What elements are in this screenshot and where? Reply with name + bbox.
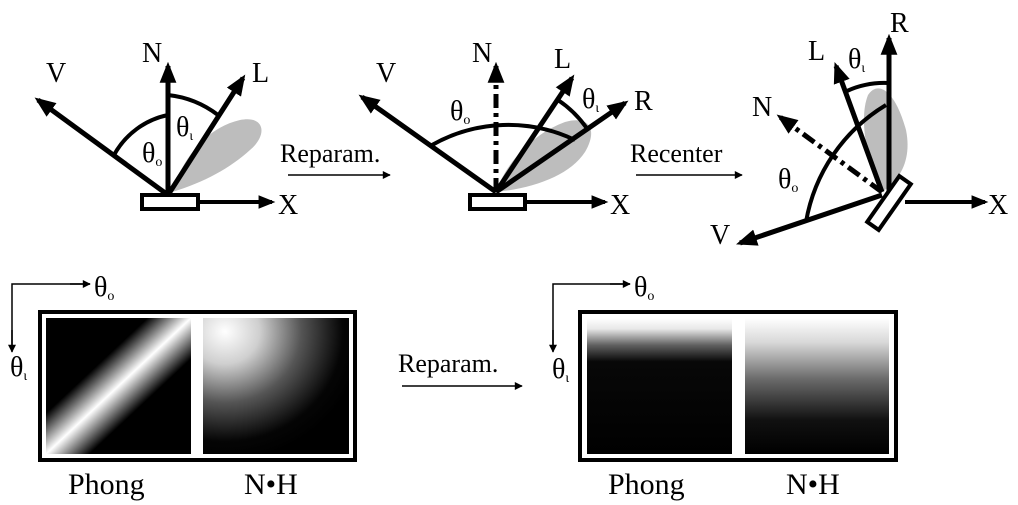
vector-l <box>833 62 885 193</box>
label-r: R <box>890 8 909 39</box>
theta-i-arc <box>167 93 220 117</box>
axis-theta-i-label: θι <box>552 354 569 386</box>
label-theta-o: θo <box>778 164 798 196</box>
label-x: X <box>610 190 630 221</box>
axis-lines <box>552 283 630 348</box>
label-theta-i: θι <box>176 112 193 144</box>
map-n-dot-h <box>745 318 889 454</box>
axis-theta-o-label: θo <box>634 272 654 304</box>
panel-reparameterized: V N L R X θo θι <box>358 38 653 221</box>
axis-theta-i-label: θι <box>10 352 27 384</box>
label-v: V <box>46 58 66 89</box>
label-x: X <box>988 190 1008 221</box>
vector-n <box>776 114 884 195</box>
map-pair-original: θo θι Phong N•H <box>8 272 357 501</box>
label-n: N <box>142 38 162 69</box>
transition-label-recenter: Recenter <box>630 139 723 168</box>
panel-recentered: V N L R X θo θι <box>710 8 1008 251</box>
vector-r <box>494 100 629 195</box>
map-pair-reparameterized: θo θι Phong N•H <box>549 272 898 501</box>
label-v: V <box>376 58 396 89</box>
vector-l <box>165 74 246 197</box>
caption-phong: Phong <box>68 468 145 501</box>
label-l: L <box>554 44 571 75</box>
label-l: L <box>252 58 269 89</box>
label-theta-o: θo <box>142 138 162 170</box>
label-theta-o: θo <box>450 96 470 128</box>
theta-i-arc <box>846 80 889 93</box>
vector-v <box>34 97 170 198</box>
transition-label-reparam: Reparam. <box>280 139 380 168</box>
theta-o-arc <box>112 113 169 156</box>
reflectance-lobe <box>172 119 262 192</box>
surface-patch <box>468 193 527 211</box>
axis-theta-o-label: θo <box>94 272 114 304</box>
transition-reparam-bottom: Reparam. <box>398 349 523 390</box>
label-theta-i: θι <box>848 44 865 76</box>
label-l: L <box>808 36 825 67</box>
transition-reparam-top: Reparam. <box>280 139 391 179</box>
vector-v <box>358 94 498 195</box>
axis-lines <box>11 283 90 348</box>
surface-patch <box>864 173 914 233</box>
theta-o-arc <box>431 122 576 147</box>
map-phong <box>46 318 191 454</box>
label-n: N <box>752 92 772 123</box>
label-n: N <box>472 38 492 69</box>
map-n-dot-h <box>203 318 349 454</box>
caption-phong: Phong <box>608 468 685 501</box>
label-v: V <box>710 220 730 251</box>
vector-v <box>736 192 883 246</box>
label-theta-i: θι <box>582 84 599 116</box>
surface-patch <box>140 193 200 211</box>
vector-l <box>493 74 575 194</box>
caption-n-dot-h: N•H <box>244 468 298 501</box>
caption-n-dot-h: N•H <box>786 468 840 501</box>
transition-label-reparam: Reparam. <box>398 349 498 378</box>
map-phong <box>587 318 732 454</box>
label-r: R <box>634 86 653 117</box>
label-x: X <box>278 190 298 221</box>
transition-recenter: Recenter <box>630 139 743 179</box>
panel-original: V N L X θo θι <box>34 38 298 221</box>
